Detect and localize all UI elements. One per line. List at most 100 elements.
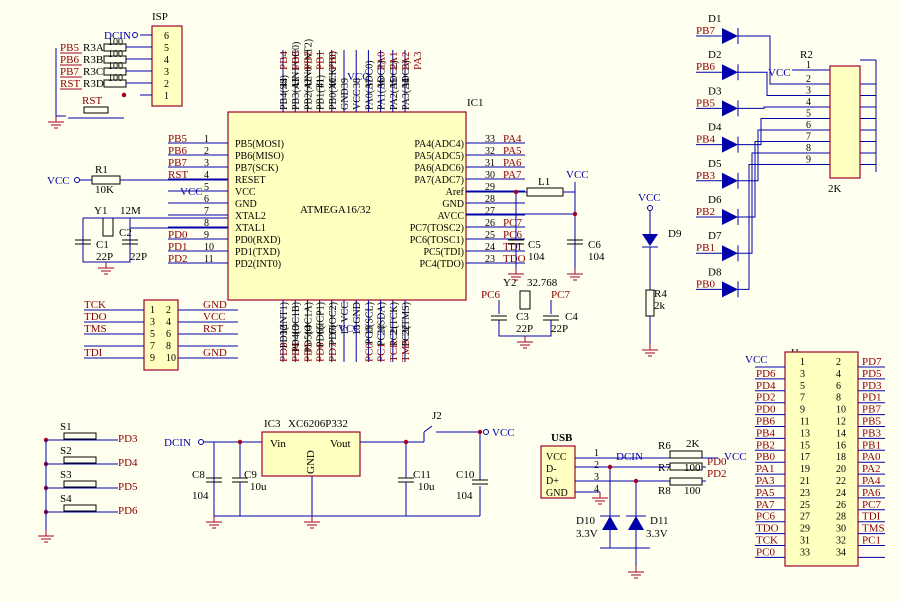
push-button[interactable] [63, 456, 97, 464]
r8-value: 100 [684, 485, 701, 497]
regulator-ic3: DCIN IC3 XC6206P332 Vin Vout GND J2 VCC … [164, 410, 515, 517]
y1-freq: 12M [120, 205, 141, 217]
mcu-net-label: RST [168, 169, 188, 181]
r1-body [91, 175, 121, 185]
y2-freq: 32.768 [527, 277, 558, 289]
j1-net-label: PB7 [862, 404, 881, 416]
j1-net-label: PC1 [862, 535, 881, 547]
mcu-pin-name: PB2(AIN0/INT2) [303, 39, 314, 110]
led-net-label: PB0 [696, 278, 715, 290]
mcu-pin-name: PA1(ADC1) [377, 60, 388, 110]
mcu-pin-number: 16 [328, 325, 339, 335]
j1-net-label: PD7 [862, 356, 882, 368]
isp-pin-number: 1 [164, 91, 169, 102]
mcu-net-label: PD0 [168, 229, 188, 241]
mcu-net-label: PA0 [376, 51, 388, 70]
mcu-pin-number: 26 [485, 218, 495, 229]
usb-vcc-label: VCC [724, 451, 747, 463]
isp-pin-number: 6 [164, 31, 169, 42]
j1-net-label: PA1 [756, 463, 775, 475]
r2-pin-number: 6 [806, 120, 811, 131]
usb-pin-name: D+ [546, 476, 559, 487]
jtag-pin-number: 6 [166, 329, 171, 340]
mcu-pin-number: 21 [389, 325, 400, 335]
push-button[interactable] [63, 504, 97, 512]
y2-net2: PC7 [551, 289, 570, 301]
mcu-pin-number: 23 [485, 254, 495, 265]
j1-net-label: PA6 [862, 487, 881, 499]
r2-pin-number: 7 [806, 132, 811, 143]
j1-net-label: TMS [862, 523, 885, 535]
mcu-net-label: TMS [400, 339, 412, 362]
jtag-pin-number: 4 [166, 317, 171, 328]
r2-network [829, 65, 861, 179]
mcu-net-label: PB0 [327, 51, 339, 70]
c2-ref: C2 [119, 227, 132, 239]
isp-net-label: RST [60, 78, 80, 90]
mcu-net-label: PA4 [503, 133, 522, 145]
r2-pin-number: 3 [806, 86, 811, 97]
mcu-net-label: TCK [388, 340, 400, 362]
mcu-pin-number: 33 [485, 134, 495, 145]
reg-gnd: GND [305, 450, 317, 474]
d9-vcc-label: VCC [638, 192, 661, 204]
r1-value: 10K [95, 184, 114, 196]
jtag-pin-number: 1 [150, 305, 155, 316]
j1-net-label: PB5 [862, 416, 881, 428]
mcu-net-label: PC7 [503, 217, 522, 229]
j1-net-label: TDI [862, 511, 881, 523]
crystal-y1: VCC Y1 12M C1 22P C2 22P [75, 186, 228, 263]
usb-pin-name: D- [546, 464, 557, 475]
reg-dcin-label: DCIN [164, 437, 191, 449]
mcu-pin-number: 9 [204, 230, 209, 241]
c4-value: 22P [551, 323, 568, 335]
l1-filter: L1 VCC C5 104 C6 104 [466, 169, 605, 268]
j1-pin-number: 32 [836, 536, 846, 547]
j1-pin-number: 17 [800, 452, 810, 463]
push-button[interactable] [63, 480, 97, 488]
r7-value: 100 [684, 462, 701, 474]
mcu-pin-number: 17 [340, 325, 351, 335]
mcu-pin-number: 32 [485, 146, 495, 157]
mcu-net-label: PA2 [400, 51, 412, 70]
mcu-pin-number: 18 [352, 325, 363, 335]
mcu-pin-name: PB5(MOSI) [235, 139, 284, 150]
isp-connector [151, 25, 183, 107]
r1-ref: R1 [95, 164, 108, 176]
mcu-pin-number: 42 [303, 78, 314, 88]
push-button[interactable] [63, 432, 97, 440]
j1-vcc-label: VCC [745, 354, 768, 366]
j1-net-label: PD6 [756, 368, 776, 380]
j1-net-label: PB4 [756, 427, 775, 439]
usb-pin-number: 1 [594, 448, 599, 459]
mcu-pin-name: PC5(TDI) [423, 247, 464, 258]
r2-pin-number: 5 [806, 109, 811, 120]
isp-resistor-value: 100 [108, 73, 123, 84]
jtag-net-label: RST [203, 323, 223, 335]
mcu-net-label: PB3 [290, 51, 302, 70]
mcu-pin-number: 27 [485, 206, 495, 217]
j1-net-label: PB3 [862, 427, 881, 439]
mcu-pin-name: PB3(AIN1/OC0) [291, 42, 302, 110]
isp-net-label: PB7 [60, 66, 79, 78]
r2-value: 2K [828, 183, 842, 195]
isp-title: ISP [152, 11, 168, 23]
isp-resistor-value: 100 [108, 37, 123, 48]
mcu-pin-name: PC2(TCK) [389, 302, 400, 346]
isp-resistor-ref: R3B [83, 54, 103, 66]
r4-ref: R4 [654, 288, 667, 300]
mcu-pin-name: GND [442, 199, 464, 210]
c3-ref: C3 [516, 311, 529, 323]
j1-pin-number: 20 [836, 464, 846, 475]
isp-resistor-value: 100 [108, 61, 123, 72]
led-ref: D4 [708, 122, 722, 134]
isp-pin-number: 3 [164, 67, 169, 78]
j1-net-label: PA5 [756, 487, 775, 499]
usb-pin-name: VCC [546, 452, 567, 463]
isp-net-label: PB5 [60, 42, 79, 54]
j1-pin-number: 27 [800, 512, 810, 523]
mcu-net-label: PA1 [388, 51, 400, 70]
jtag-net-label: GND [203, 299, 227, 311]
